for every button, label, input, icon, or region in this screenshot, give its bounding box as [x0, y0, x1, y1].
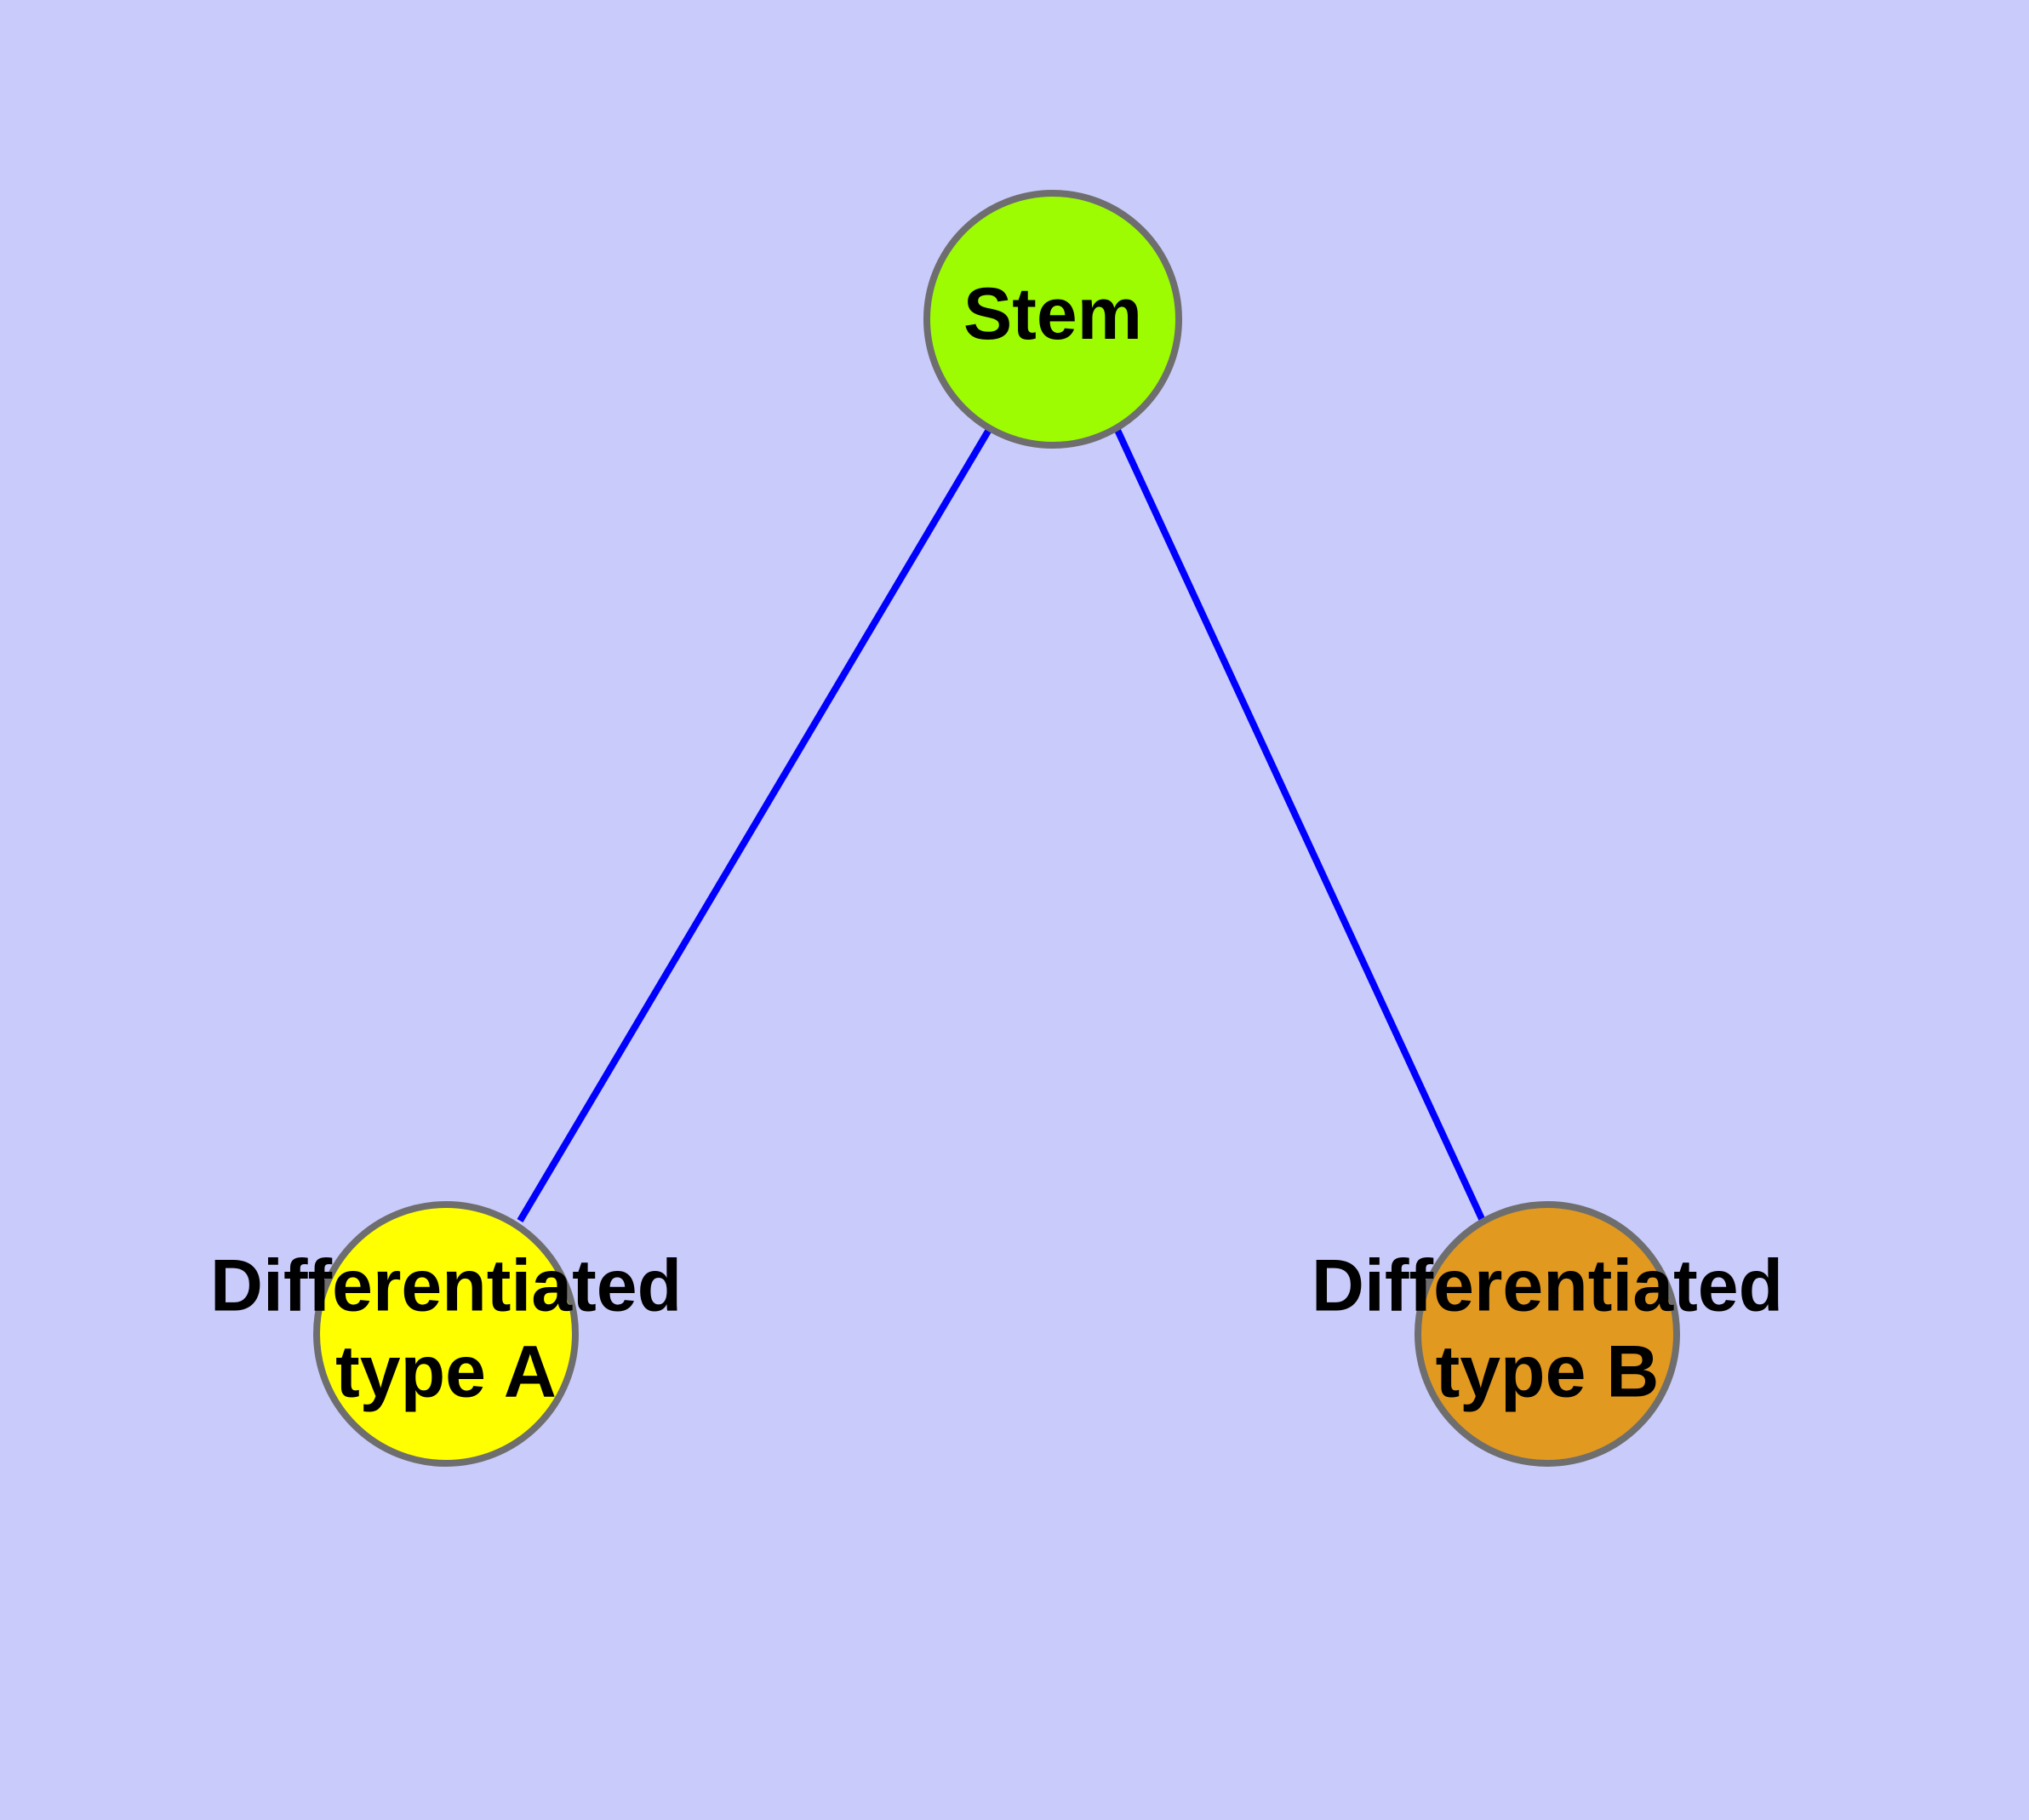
node-label-line: Differentiated: [1312, 1245, 1783, 1326]
node-label-line: type A: [335, 1331, 557, 1412]
graph-edge-stem-to-diff-b[interactable]: [1113, 426, 1486, 1222]
node-circle-stem[interactable]: [923, 190, 1182, 449]
node-label-line: Stem: [963, 273, 1142, 355]
node-circle-diff-b[interactable]: [1415, 1201, 1680, 1467]
node-label-line: Differentiated: [210, 1245, 682, 1326]
graph-edge-stem-to-diff-a[interactable]: [517, 426, 993, 1223]
node-label-line: type B: [1436, 1331, 1660, 1412]
edges-layer: [517, 426, 1486, 1223]
node-label-stem: Stem: [963, 273, 1142, 355]
graph-node-stem[interactable]: Stem: [923, 190, 1182, 449]
node-circle-diff-a[interactable]: [313, 1201, 579, 1467]
